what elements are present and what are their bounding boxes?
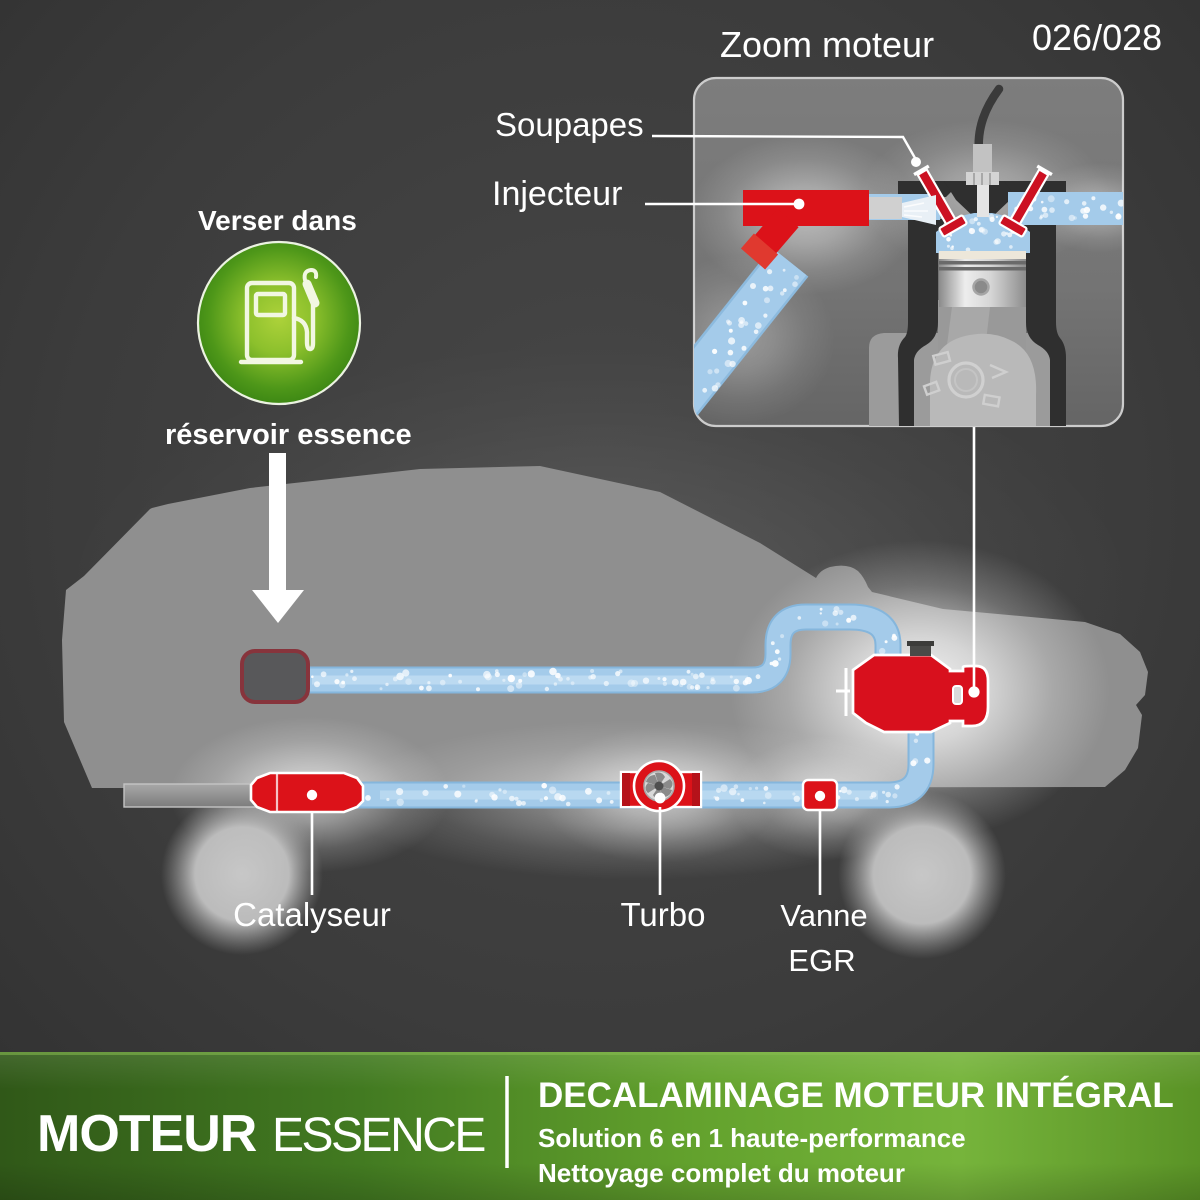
svg-text:Turbo: Turbo <box>621 896 706 933</box>
svg-text:MOTEUR: MOTEUR <box>37 1105 257 1163</box>
svg-text:Catalyseur: Catalyseur <box>233 896 391 933</box>
svg-text:Zoom moteur: Zoom moteur <box>720 24 934 65</box>
svg-text:Nettoyage complet du moteur: Nettoyage complet du moteur <box>538 1158 905 1188</box>
svg-text:EGR: EGR <box>788 943 855 978</box>
svg-text:Soupapes: Soupapes <box>495 106 644 143</box>
svg-text:DECALAMINAGE MOTEUR INTÉGRAL: DECALAMINAGE MOTEUR INTÉGRAL <box>538 1075 1174 1115</box>
svg-text:Verser dans: Verser dans <box>198 205 357 236</box>
svg-text:026/028: 026/028 <box>1032 17 1162 58</box>
svg-text:ESSENCE: ESSENCE <box>272 1109 484 1162</box>
svg-text:réservoir essence: réservoir essence <box>165 419 412 451</box>
svg-text:Solution 6 en 1 haute-performa: Solution 6 en 1 haute-performance <box>538 1123 966 1153</box>
svg-text:Injecteur: Injecteur <box>492 175 622 213</box>
svg-text:Vanne: Vanne <box>780 898 867 933</box>
